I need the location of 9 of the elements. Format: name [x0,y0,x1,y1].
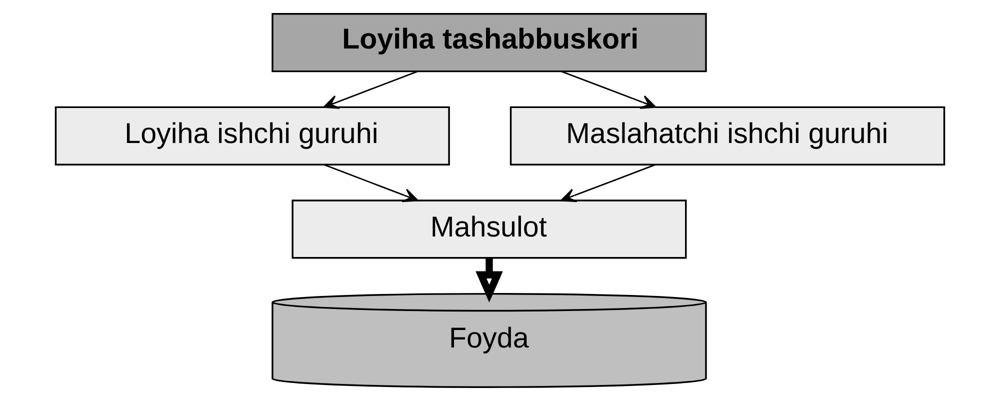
node-box: Loyiha ishchi guruhi [54,106,450,166]
arrow [324,164,418,202]
arrow [476,258,503,302]
arrow [323,70,418,109]
node-box: Loyiha tashabbuskori [272,13,707,72]
node-box: Maslahatchi ishchi guruhi [510,106,946,166]
arrow [561,70,656,109]
node-box: Mahsulot [292,200,687,259]
arrow [560,164,656,202]
